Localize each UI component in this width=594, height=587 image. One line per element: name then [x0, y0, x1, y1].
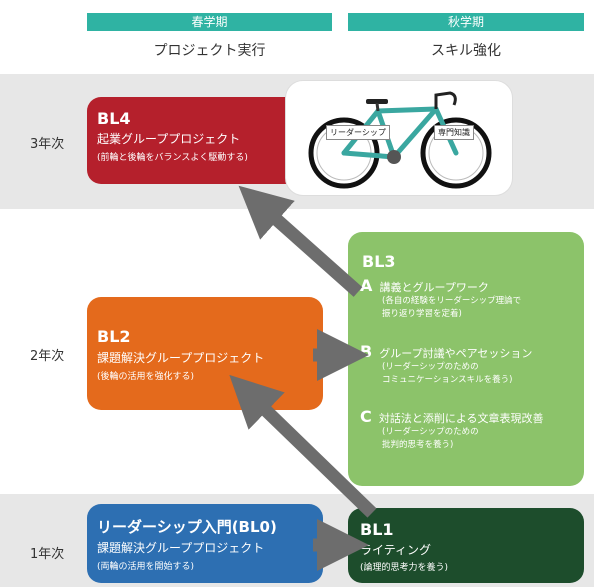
bl3-item-c-note1: (リーダーシップのための: [382, 427, 479, 437]
fall-semester-header: 秋学期: [348, 13, 584, 31]
bl3-item-c: C 対話法と添削による文章表現改善 (リーダーシップのための 批判的思考を養う): [360, 407, 578, 452]
bl3-item-b-letter: B: [360, 342, 373, 361]
bl1-title: BL1: [360, 520, 394, 539]
bl4-subtitle: 起業グループプロジェクト: [97, 132, 241, 146]
bl2-note: (後輪の活用を強化する): [97, 372, 195, 382]
bl3-item-c-text: 対話法と添削による文章表現改善: [378, 412, 544, 425]
bl0-title: リーダーシップ入門(BL0): [97, 518, 277, 536]
bl4-note: (前輪と後輪をバランスよく駆動する): [97, 153, 248, 163]
bl1-note: (論理的思考力を養う): [360, 563, 449, 573]
bl1-box: BL1 ライティング (論理的思考力を養う): [348, 508, 584, 583]
fall-semester-subtitle: スキル強化: [431, 43, 501, 59]
bl3-item-c-letter: C: [360, 407, 372, 426]
bike-tag-leadership: リーダーシップ: [326, 125, 390, 140]
bl1-subtitle: ライティング: [360, 543, 432, 557]
bl3-item-b-text: グループ討議やペアセッション: [379, 347, 533, 360]
bl0-subtitle: 課題解決グループプロジェクト: [97, 541, 265, 555]
bl3-item-b-note1: (リーダーシップのための: [382, 362, 479, 372]
bl3-item-a-letter: A: [360, 276, 373, 295]
bl3-title: BL3: [362, 252, 396, 271]
year3-label: 3年次: [30, 137, 65, 152]
arrow-bl3-to-bl4: [238, 185, 363, 297]
bl0-note: (両輪の活用を開始する): [97, 562, 195, 572]
year1-label: 1年次: [30, 547, 65, 562]
bike-tag-expertise: 専門知識: [434, 125, 474, 140]
bl3-item-b-note2: コミュニケーションスキルを養う): [382, 375, 513, 385]
spring-semester-header: 春学期: [87, 13, 332, 31]
bl4-box: BL4 起業グループプロジェクト (前輪と後輪をバランスよく駆動する): [87, 97, 323, 184]
spring-semester-subtitle: プロジェクト実行: [153, 43, 266, 59]
bl3-item-a-note2: 振り返り学習を定着): [382, 309, 462, 319]
bl3-item-a-text: 講義とグループワーク: [379, 281, 489, 294]
bl0-box: リーダーシップ入門(BL0) 課題解決グループプロジェクト (両輪の活用を開始す…: [87, 504, 323, 583]
bl3-item-a-note1: (各自の経験をリーダーシップ理論で: [382, 296, 522, 306]
year2-label: 2年次: [30, 349, 65, 364]
bl2-title: BL2: [97, 327, 131, 346]
bl3-item-a: A 講義とグループワーク (各自の経験をリーダーシップ理論で 振り返り学習を定着…: [360, 276, 578, 321]
bl4-title: BL4: [97, 109, 131, 128]
bicycle-icon: [308, 91, 492, 189]
bl3-item-b: B グループ討議やペアセッション (リーダーシップのための コミュニケーションス…: [360, 342, 578, 387]
bicycle-illustration-card: リーダーシップ 専門知識: [285, 80, 513, 196]
bl3-item-c-note2: 批判的思考を養う): [382, 440, 454, 450]
bl2-subtitle: 課題解決グループプロジェクト: [97, 351, 265, 365]
bl3-box: BL3 A 講義とグループワーク (各自の経験をリーダーシップ理論で 振り返り学…: [348, 232, 584, 486]
bl2-box: BL2 課題解決グループプロジェクト (後輪の活用を強化する): [87, 297, 323, 410]
